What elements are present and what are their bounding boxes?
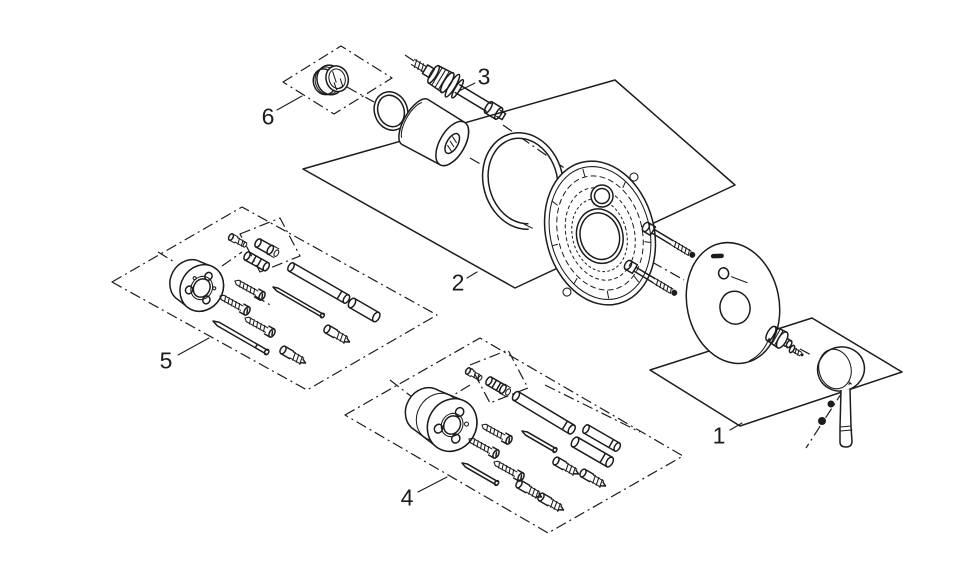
- kit-5-rod-thin: [272, 286, 326, 319]
- knurled-nut: [765, 325, 793, 349]
- label-leader-lines: [177, 82, 743, 493]
- kit-4-drawing: [404, 367, 622, 512]
- kit-4-tube-long: [511, 390, 576, 435]
- box-kit-4-adapters: [469, 349, 529, 404]
- set-screw-dot-b: [818, 417, 826, 425]
- kit-4-stud-1: [552, 456, 580, 476]
- kit-4-screw-2: [468, 437, 500, 459]
- kit-4-spacer: [404, 386, 478, 453]
- carrier-plate: [543, 160, 657, 306]
- kit-4-stud-3: [515, 479, 543, 499]
- plate-screw-hole: [717, 267, 730, 280]
- leader-1: [729, 422, 743, 431]
- kit-4-rod-b: [461, 462, 500, 487]
- kit-4-stud-4: [537, 492, 565, 512]
- part-label-1: 1: [712, 422, 726, 449]
- leader-6: [276, 95, 303, 111]
- kit-5-stud-1: [323, 324, 351, 344]
- part-label-6: 6: [261, 103, 275, 130]
- kit-5-screw-1: [234, 279, 266, 301]
- kit-4-rod-a: [521, 430, 558, 454]
- box-group-2: [302, 79, 736, 289]
- part-label-2: 2: [451, 269, 465, 296]
- kit-5-adapter-b: [254, 238, 280, 259]
- plate-center-hole: [719, 290, 751, 325]
- part-6-cap-drawing: [312, 64, 350, 96]
- kit-4-adapter-b: [485, 376, 512, 397]
- escutcheon-plate: [685, 241, 781, 365]
- mounting-screw-b: [623, 259, 678, 296]
- o-ring: [373, 91, 409, 131]
- leader-3: [458, 82, 476, 92]
- part-label-5: 5: [159, 347, 173, 374]
- handle-screw: [788, 344, 804, 357]
- kit-4-tube-short-1: [582, 424, 622, 452]
- leader-2: [466, 271, 478, 279]
- box-kit-4: [344, 337, 684, 534]
- kit-4-screw-1: [481, 423, 513, 445]
- kit-5-adapter-a: [227, 233, 248, 248]
- part-3-spindle-drawing: [410, 58, 507, 121]
- kit-4-tube-short-2: [570, 436, 615, 468]
- box-kit-5-adapters: [239, 217, 301, 273]
- kit-5-stud-2: [279, 345, 307, 365]
- plate-slot: [710, 253, 724, 259]
- part-label-3: 3: [477, 63, 491, 90]
- sleeve: [398, 98, 470, 167]
- kit-4-stud-2: [579, 468, 607, 488]
- kit-5-cylinder: [347, 297, 381, 323]
- kit-5-adapter-c: [243, 251, 271, 272]
- kit-5-tube: [287, 262, 351, 304]
- kit-4-adapter-a: [464, 367, 483, 381]
- kit-5-drawing: [169, 233, 381, 365]
- mounting-screw-a: [641, 221, 696, 258]
- kit-5-rod-long: [212, 320, 270, 356]
- leader-4: [417, 476, 448, 493]
- set-screw-dot-a: [827, 400, 835, 408]
- part-label-4: 4: [400, 484, 414, 511]
- kit-5-spacer: [169, 258, 225, 313]
- kit-4-screw-3: [493, 460, 525, 482]
- group-2-drawing: [373, 91, 696, 306]
- box-part-6: [282, 45, 393, 115]
- group-boxes: [111, 45, 903, 534]
- kit-5-screw-2: [219, 294, 251, 316]
- lever-handle: [816, 346, 866, 448]
- kit-5-screw-3: [244, 316, 276, 338]
- leader-5: [177, 337, 210, 356]
- box-kit-5: [111, 206, 438, 391]
- group-1-drawing: [685, 241, 866, 448]
